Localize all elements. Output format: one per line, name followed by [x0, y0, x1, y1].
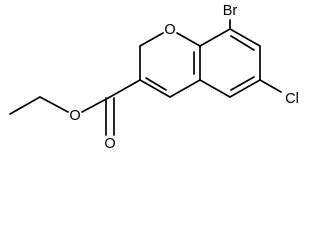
bond-c6-c5	[229, 79, 261, 98]
bond-c2-ring-o	[139, 32, 164, 47]
bond-ring-o-c8a	[176, 32, 201, 47]
bond-c4-c3	[139, 79, 171, 98]
bond-c4a-c4	[169, 79, 201, 98]
bond-c6-cl	[259, 79, 282, 93]
bond-carbonyl-c3	[109, 79, 141, 98]
bond-ethyl-ch3-ch2	[9, 96, 41, 115]
atom-label-chlorine: Cl	[285, 91, 299, 107]
atom-label-carbonyl-oxygen: O	[104, 136, 115, 152]
bond-c8-c7	[229, 28, 261, 47]
chemical-structure-diagram: Br Cl O O O	[9, 3, 299, 152]
bond-c4-c3-inner	[145, 77, 167, 91]
bond-lines	[9, 19, 282, 136]
atom-labels: Br Cl O O O	[69, 3, 298, 152]
bond-c8-c7-inner	[230, 35, 255, 51]
atom-label-ester-oxygen: O	[69, 108, 80, 124]
bond-c6-c5-inner	[230, 76, 255, 91]
atom-label-bromine: Br	[223, 3, 238, 19]
bond-c8a-c8	[199, 28, 231, 47]
bond-ethyl-ch2-o	[39, 96, 69, 113]
bond-c5-c4a	[199, 79, 231, 98]
atom-label-ring-oxygen: O	[164, 22, 175, 38]
